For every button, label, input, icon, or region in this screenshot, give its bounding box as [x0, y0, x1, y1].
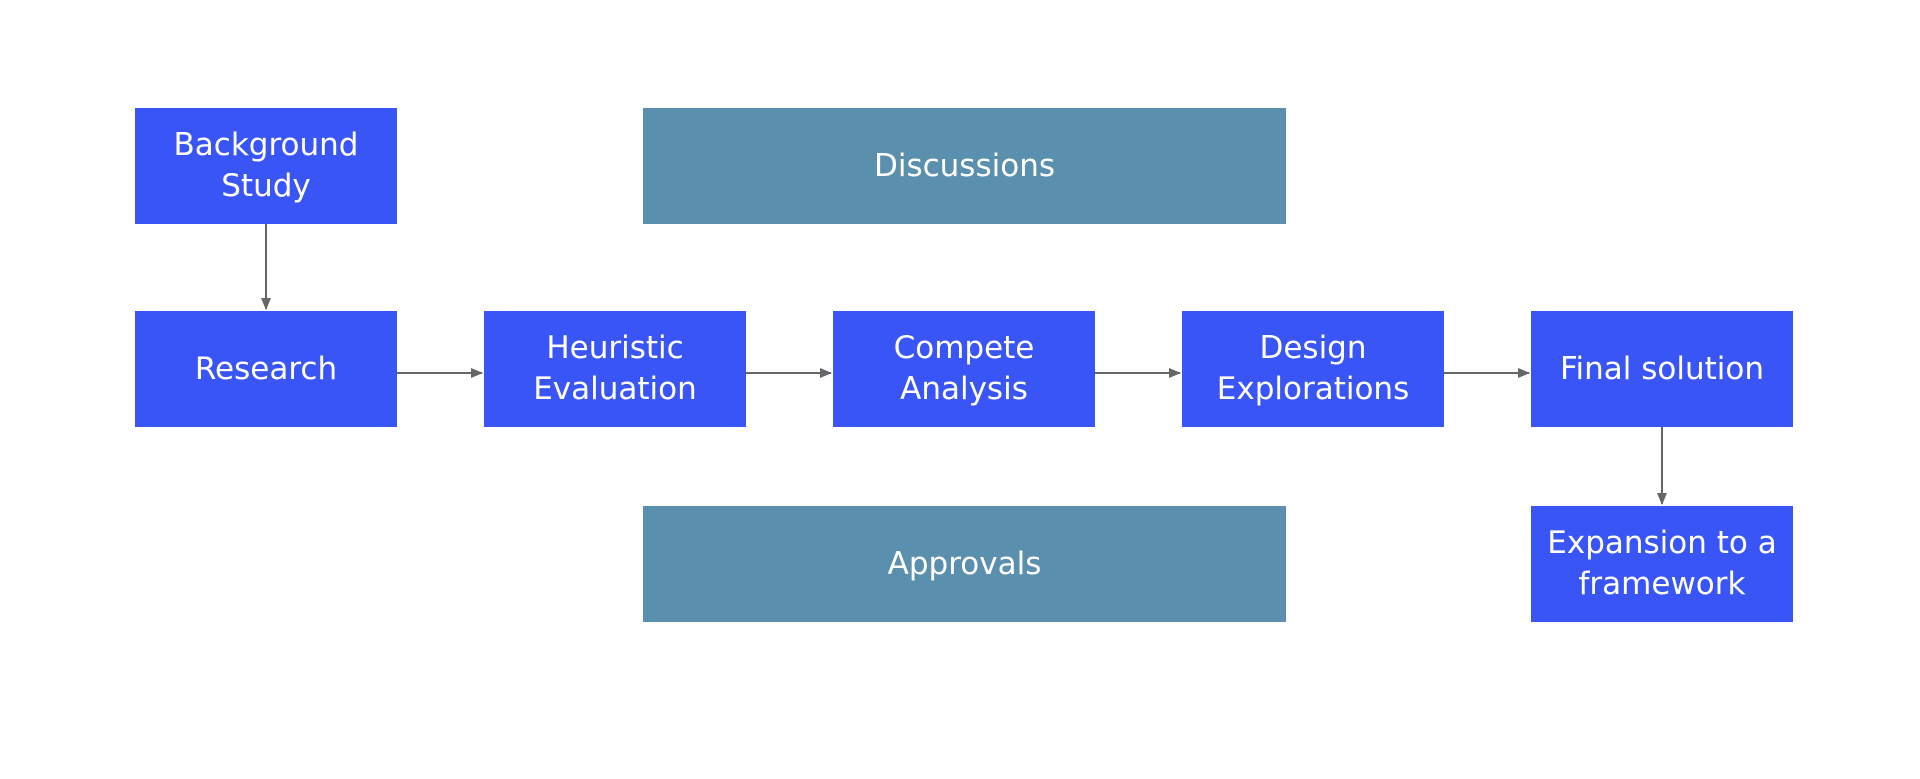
step-final-solution: Final solution: [1531, 311, 1793, 427]
step-compete-analysis: Compete Analysis: [833, 311, 1095, 427]
step-label: Background Study: [173, 127, 359, 204]
step-background-study: Background Study: [135, 108, 397, 224]
step-expansion-to-framework: Expansion to a framework: [1531, 506, 1793, 622]
band-label: Discussions: [873, 147, 1055, 184]
band-label: Approvals: [887, 545, 1042, 582]
step-research: Research: [135, 311, 397, 427]
band-approvals: Approvals: [643, 506, 1286, 622]
step-label: Expansion to a framework: [1547, 525, 1777, 602]
band-discussions: Discussions: [643, 108, 1286, 224]
step-label: Design Explorations: [1216, 330, 1410, 407]
step-label: Heuristic Evaluation: [533, 330, 697, 407]
step-design-explorations: Design Explorations: [1182, 311, 1444, 427]
step-label: Research: [194, 350, 338, 387]
step-heuristic-evaluation: Heuristic Evaluation: [484, 311, 746, 427]
step-label: Compete Analysis: [893, 330, 1035, 407]
step-label: Final solution: [1559, 350, 1765, 387]
